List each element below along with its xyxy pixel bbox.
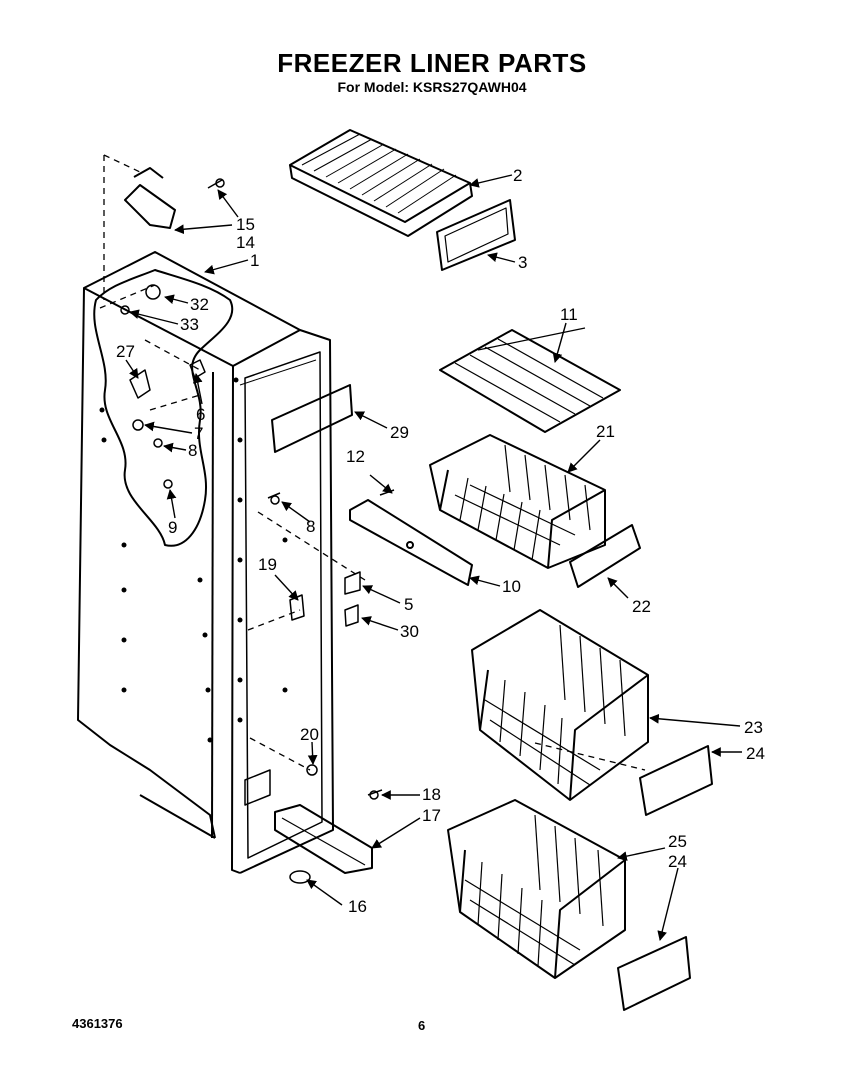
basket-lower [447,799,626,979]
hinge-bracket [124,167,176,229]
page-number: 6 [418,1018,426,1033]
callout-5: 5 [404,595,413,614]
page-title: FREEZER LINER PARTS [277,48,587,78]
wire-shelf [439,327,621,433]
document-number: 4361376 [72,1016,123,1031]
callout-21: 21 [596,422,615,441]
callout-18: 18 [422,785,441,804]
shelf-bracket [349,499,473,586]
top-shelf [289,129,473,237]
callout-30: 30 [400,622,419,641]
basket-front-upper [569,524,641,588]
callout-33: 33 [180,315,199,334]
basket-upper [429,434,606,569]
callout-11: 11 [560,305,578,324]
basket-front-middle [639,745,713,816]
callout-22: 22 [632,597,651,616]
basket-middle [471,609,649,801]
callout-27: 27 [116,342,135,361]
callout-9: 9 [168,518,177,537]
callout-1: 1 [250,251,259,270]
callout-32: 32 [190,295,209,314]
callout-25: 25 [668,832,687,851]
hardware-parts [120,178,395,884]
leader-lines [125,174,742,941]
callout-19: 19 [258,555,277,574]
callout-23: 23 [744,718,763,737]
callout-2: 2 [513,166,522,185]
callout-labels: 1 2 3 15 14 32 33 27 6 7 8 9 11 29 21 12… [116,166,765,916]
callout-15: 15 [236,215,255,234]
callout-24a: 24 [746,744,765,763]
callout-7: 7 [194,424,203,443]
callout-12: 12 [346,447,365,466]
callout-17: 17 [422,806,441,825]
callout-24b: 24 [668,852,687,871]
freezer-liner [77,251,334,874]
callout-8b: 8 [306,517,315,536]
callout-29: 29 [390,423,409,442]
toe-grille [274,804,373,874]
callout-6: 6 [196,405,205,424]
callout-8a: 8 [188,441,197,460]
callout-16: 16 [348,897,367,916]
callout-14: 14 [236,233,255,252]
liner-trim [271,384,353,453]
callout-10: 10 [502,577,521,596]
basket-front-lower [617,936,691,1011]
callout-20: 20 [300,725,319,744]
callout-3: 3 [518,253,527,272]
model-subtitle: For Model: KSRS27QAWH04 [337,79,527,95]
shelf-front-trim [436,199,516,271]
